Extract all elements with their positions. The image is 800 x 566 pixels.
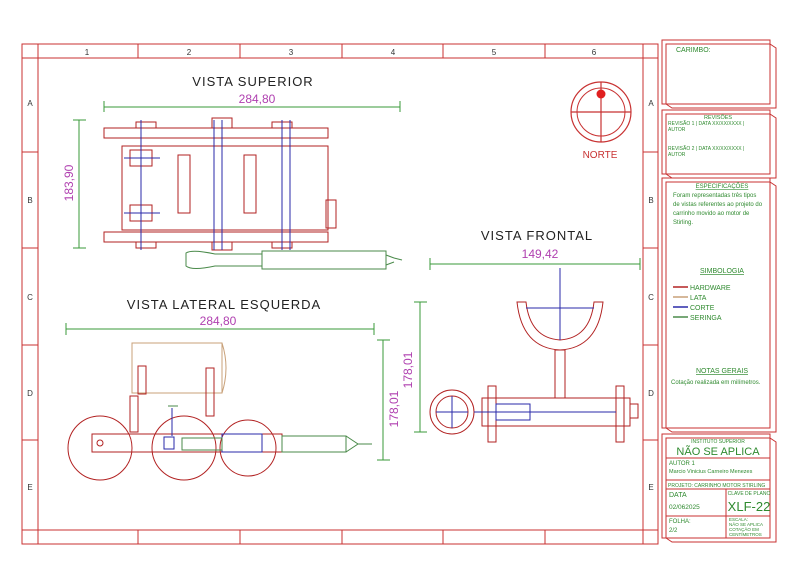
legend-label: CORTE <box>690 305 715 312</box>
specs-line: carrinho movido ao motor de <box>673 211 750 217</box>
left-side-view-cut <box>163 408 263 453</box>
front-view-body <box>429 301 639 443</box>
top-view-height-dimension <box>73 119 86 249</box>
institute-value: NÃO SE APLICA <box>676 445 760 458</box>
row-label: B <box>648 196 653 205</box>
identification-box <box>661 433 777 543</box>
specs-line: Stirling. <box>673 220 693 226</box>
front-view-width-dimension <box>429 258 641 270</box>
row-label: D <box>648 389 654 398</box>
front-view: VISTA FRONTAL 149,42 178,01 <box>401 228 641 443</box>
sheet-frame <box>21 43 659 545</box>
top-view-chassis <box>103 117 337 251</box>
left-side-view: VISTA LATERAL ESQUERDA 284,80 178,01 <box>65 297 401 481</box>
top-view: VISTA SUPERIOR 284,80 183,90 <box>62 74 403 270</box>
specs-title: ESPECIFICAÇÕES <box>696 183 749 190</box>
left-side-view-can <box>131 342 227 394</box>
column-label: 2 <box>187 48 192 57</box>
left-side-view-height-value: 178,01 <box>387 390 401 427</box>
scale-value: NÃO SE APLICA <box>729 521 763 527</box>
symbology-title: SIMBOLOGIA <box>700 268 744 275</box>
row-label: A <box>648 99 654 108</box>
sheet-key-value: XLF-22 <box>728 499 771 514</box>
revision-2-author: AUTOR <box>668 152 686 158</box>
symbology-legend: HARDWARE LATA CORTE SERINGA <box>673 285 731 322</box>
column-label: 6 <box>592 48 597 57</box>
left-side-view-hardware <box>67 365 283 481</box>
top-view-axles <box>124 120 291 250</box>
top-view-width-value: 284,80 <box>239 92 276 106</box>
quote-label: COTAÇÃO EM <box>729 526 759 532</box>
sheet-key-label: CLAVE DE PLANO <box>728 491 771 497</box>
notes-text: Cotação realizada em milímetros. <box>671 380 761 386</box>
north-symbol: NORTE <box>570 81 632 161</box>
revisions-box <box>661 109 777 179</box>
row-label: B <box>27 196 32 205</box>
specs-line: Foram representadas três tipos <box>673 193 756 199</box>
front-view-height-value: 178,01 <box>401 351 415 388</box>
left-side-view-width-value: 284,80 <box>200 314 237 328</box>
left-side-view-syringe <box>168 405 372 453</box>
top-view-height-value: 183,90 <box>62 164 76 201</box>
project-label: PROJETO: CARRINHO MOTOR STIRLING <box>668 483 765 489</box>
scale-label: ESCALA: <box>729 517 748 522</box>
column-label: 4 <box>391 48 396 57</box>
row-label: D <box>27 389 33 398</box>
legend-label: HARDWARE <box>690 285 731 292</box>
front-view-height-dimension <box>414 301 427 433</box>
revision-2: REVISÃO 2 | DATA XX/XX/XXXX | <box>668 145 744 152</box>
front-view-title: VISTA FRONTAL <box>481 228 593 243</box>
date-label: DATA <box>669 492 687 499</box>
title-block: CARIMBO: REVISÕES REVISÃO 1 | DATA XX/XX… <box>661 39 777 543</box>
top-view-syringe <box>185 250 403 270</box>
left-side-view-width-dimension <box>65 323 375 335</box>
institute-title: INSTITUTO SUPERIOR <box>691 439 745 445</box>
notes-title: NOTAS GERAIS <box>696 368 748 375</box>
row-label: E <box>27 483 32 492</box>
grid-labels: 1 2 3 4 5 6 A B C D E A B C D E <box>27 48 654 492</box>
revisions-title: REVISÕES <box>704 114 732 121</box>
left-side-view-height-dimension <box>377 339 390 461</box>
legend-label: LATA <box>690 295 707 302</box>
column-label: 1 <box>85 48 90 57</box>
specs-line: de vistas referentes ao projeto do <box>673 202 763 208</box>
front-view-width-value: 149,42 <box>522 247 559 261</box>
front-view-cut-lines <box>436 268 616 428</box>
row-label: E <box>648 483 653 492</box>
column-label: 5 <box>492 48 497 57</box>
date-value: 02/062025 <box>669 504 700 511</box>
author-name: Marcio Vinicius Carneiro Menezes <box>669 469 753 475</box>
quote-value: CENTÍMETROS <box>729 531 762 537</box>
row-label: C <box>648 293 654 302</box>
author-label: AUTOR 1 <box>669 461 696 467</box>
specs-box <box>661 177 777 433</box>
page-value: 2/2 <box>669 528 678 534</box>
revision-1-author: AUTOR <box>668 127 686 133</box>
row-label: C <box>27 293 33 302</box>
stamp-box <box>661 39 777 109</box>
left-side-view-title: VISTA LATERAL ESQUERDA <box>127 297 321 312</box>
north-label: NORTE <box>583 150 618 161</box>
top-view-width-dimension <box>103 101 401 112</box>
row-label: A <box>27 99 33 108</box>
revision-1: REVISÃO 1 | DATA XX/XX/XXXX | <box>668 120 744 127</box>
stamp-label: CARIMBO: <box>676 47 711 54</box>
page-label: FOLHA: <box>669 519 691 525</box>
legend-label: SERINGA <box>690 315 722 322</box>
top-view-title: VISTA SUPERIOR <box>192 74 313 89</box>
column-label: 3 <box>289 48 294 57</box>
